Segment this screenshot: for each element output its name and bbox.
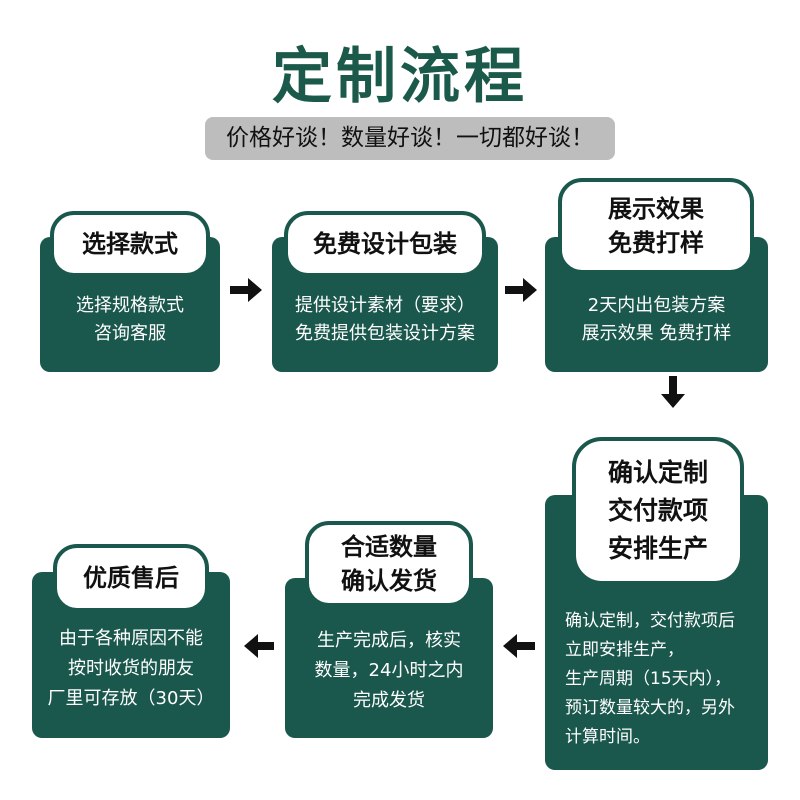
- step-text: 生产周期（15天内），: [565, 669, 732, 689]
- arrow-right-icon: [505, 278, 537, 302]
- step-6-title: 优质售后: [53, 544, 209, 612]
- title-line: 免费打样: [608, 229, 704, 257]
- step-text: 计算时间。: [565, 727, 650, 747]
- title-line: 展示效果: [608, 195, 704, 223]
- title-line: 免费设计包装: [313, 230, 457, 258]
- step-text: 展示效果 免费打样: [581, 323, 732, 344]
- step-text: 免费提供包装设计方案: [295, 323, 475, 344]
- step-text: 确认定制，交付款项后: [565, 611, 735, 631]
- title-line: 交付款项: [607, 496, 708, 525]
- title-line: 安排生产: [607, 534, 708, 563]
- step-text: 厂里可存放（30天）: [47, 688, 215, 709]
- step-text: 提供设计素材（要求）: [295, 295, 475, 316]
- arrow-down-icon: [661, 376, 685, 408]
- title-line: 优质售后: [83, 564, 179, 592]
- step-text: 由于各种原因不能: [59, 628, 203, 649]
- title-line: 合适数量: [341, 533, 437, 561]
- step-text: 立即安排生产，: [565, 640, 684, 660]
- title-line: 选择款式: [82, 230, 178, 258]
- arrow-left-icon: [503, 634, 535, 658]
- arrow-left-icon: [244, 634, 274, 658]
- subtitle-banner: 价格好谈！数量好谈！一切都好谈！: [205, 117, 615, 160]
- step-text: 2天内出包装方案: [587, 295, 726, 316]
- step-text: 预订数量较大的，另外: [565, 698, 735, 718]
- title-line: 确认发货: [341, 567, 437, 595]
- step-4-title: 确认定制交付款项安排生产: [572, 437, 744, 585]
- title-line: 确认定制: [607, 458, 708, 487]
- step-text: 咨询客服: [94, 323, 166, 344]
- step-text: 生产完成后，核实: [317, 630, 461, 651]
- step-2-title: 免费设计包装: [284, 211, 486, 277]
- step-3-title: 展示效果免费打样: [558, 178, 754, 274]
- step-5-title: 合适数量确认发货: [305, 521, 473, 607]
- step-text: 数量，24小时之内: [314, 660, 464, 681]
- page-title: 定制流程: [272, 42, 528, 112]
- step-text: 完成发货: [353, 690, 425, 711]
- step-1-title: 选择款式: [50, 211, 210, 277]
- step-text: 选择规格款式: [76, 295, 184, 316]
- arrow-right-icon: [230, 278, 262, 302]
- step-text: 按时收货的朋友: [68, 658, 194, 679]
